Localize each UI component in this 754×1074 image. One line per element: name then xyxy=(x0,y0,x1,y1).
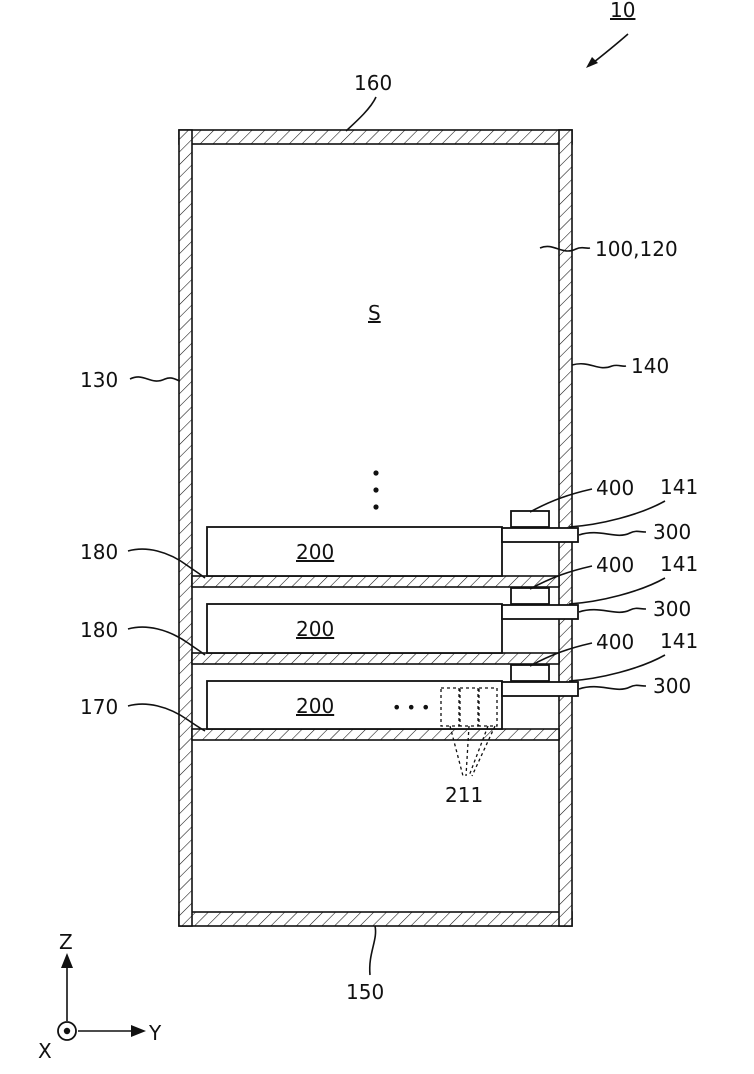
x-axis-dot xyxy=(64,1028,70,1034)
label-unit-bottom: 200 xyxy=(296,694,334,718)
label-sensor-bottom: 400 xyxy=(596,630,634,654)
bottom-wall xyxy=(179,912,572,926)
label-unit-middle: 200 xyxy=(296,617,334,641)
label-right-wall: 140 xyxy=(631,354,669,378)
horizontal-ellipsis: • • • xyxy=(392,698,430,717)
label-housing: 100,120 xyxy=(595,237,678,261)
leader-141-top xyxy=(569,501,665,527)
unit-middle xyxy=(207,604,502,653)
leader-170 xyxy=(128,704,205,731)
leader-141-bottom xyxy=(569,655,665,681)
label-shelf-lower: 170 xyxy=(80,695,118,719)
leader-140 xyxy=(572,364,626,368)
label-hole-middle: 141 xyxy=(660,552,698,576)
pipe-top xyxy=(502,528,578,542)
label-top-wall: 160 xyxy=(354,71,392,95)
unit-top xyxy=(207,527,502,576)
label-shelf-upper: 180 xyxy=(80,540,118,564)
label-shelf-middle: 180 xyxy=(80,618,118,642)
y-axis-label: Y xyxy=(148,1021,162,1045)
label-left-wall: 130 xyxy=(80,368,118,392)
leader-300-middle xyxy=(579,608,646,612)
pipe-bottom xyxy=(502,682,578,696)
top-wall xyxy=(179,130,572,144)
sensor-middle xyxy=(511,588,549,604)
leader-180-upper xyxy=(128,549,205,578)
leader-300-bottom xyxy=(579,685,646,689)
z-axis-label: Z xyxy=(59,930,73,954)
vertical-ellipsis-dot-2 xyxy=(373,487,378,492)
left-wall xyxy=(179,130,192,926)
vertical-ellipsis-dot-3 xyxy=(373,504,378,509)
shelf-upper xyxy=(192,576,559,587)
pipe-middle xyxy=(502,605,578,619)
label-pipe-middle: 300 xyxy=(653,597,691,621)
y-axis-arrowhead xyxy=(131,1025,146,1037)
figure-ref-label: 10 xyxy=(610,0,635,22)
leader-180-middle xyxy=(128,627,205,655)
x-axis-label: X xyxy=(38,1039,52,1063)
label-hole-bottom: 141 xyxy=(660,629,698,653)
leader-130 xyxy=(130,377,180,381)
label-sensor-middle: 400 xyxy=(596,553,634,577)
sensor-bottom xyxy=(511,665,549,681)
z-axis-arrowhead xyxy=(61,953,73,968)
label-pipe-top: 300 xyxy=(653,520,691,544)
vertical-ellipsis-dot-1 xyxy=(373,470,378,475)
label-space: S xyxy=(368,301,381,325)
leader-141-middle xyxy=(569,578,665,604)
label-bottom-wall: 150 xyxy=(346,980,384,1004)
sensor-top xyxy=(511,511,549,527)
label-unit-top: 200 xyxy=(296,540,334,564)
unit-bottom xyxy=(207,681,502,729)
label-sensor-top: 400 xyxy=(596,476,634,500)
label-pipe-bottom: 300 xyxy=(653,674,691,698)
label-hole-top: 141 xyxy=(660,475,698,499)
shelf-lower xyxy=(192,729,559,740)
leader-150 xyxy=(370,926,376,975)
leader-160 xyxy=(346,97,376,131)
label-cells: 211 xyxy=(445,783,483,807)
leader-300-top xyxy=(579,531,646,535)
figure-ref-arrowhead xyxy=(586,57,598,68)
shelf-middle xyxy=(192,653,559,664)
